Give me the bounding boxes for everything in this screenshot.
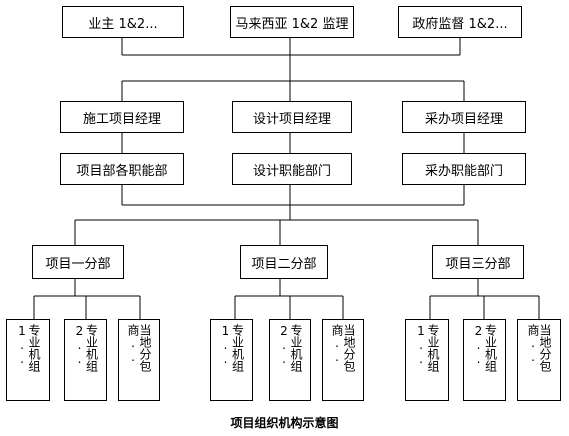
branch-1-unit-3: 当地分包商.. bbox=[118, 319, 160, 401]
diagram-caption: 项目组织机构示意图 bbox=[230, 416, 339, 430]
unit-label: 当地分包商.. bbox=[126, 324, 152, 372]
owner-box: 业主 1&2... bbox=[62, 6, 184, 38]
unit-label: 专业机组 1.. bbox=[15, 324, 41, 372]
branch-2-unit-1: 专业机组 1.. bbox=[210, 319, 253, 401]
branch-1-unit-1: 专业机组 1.. bbox=[6, 319, 50, 401]
procurement-manager-box: 采办项目经理 bbox=[402, 101, 526, 133]
unit-label: 当地分包商.. bbox=[330, 324, 356, 372]
unit-label: 专业机组 2.. bbox=[471, 324, 498, 372]
unit-label: 专业机组 1.. bbox=[218, 324, 245, 372]
construction-manager-box: 施工项目经理 bbox=[60, 101, 184, 133]
branch-3-box: 项目三分部 bbox=[432, 245, 524, 279]
supervisor-box: 马来西亚 1&2 监理 bbox=[230, 6, 354, 38]
design-manager-box: 设计项目经理 bbox=[232, 101, 352, 133]
branch-2-unit-3: 当地分包商.. bbox=[322, 319, 364, 401]
branch-1-unit-2: 专业机组 2.. bbox=[64, 319, 107, 401]
unit-label: 专业机组 1.. bbox=[414, 324, 440, 372]
branch-3-unit-1: 专业机组 1.. bbox=[405, 319, 449, 401]
government-box: 政府监督 1&2... bbox=[398, 6, 522, 38]
branch-2-box: 项目二分部 bbox=[240, 245, 328, 279]
design-departments-box: 设计职能部门 bbox=[232, 153, 352, 185]
branch-3-unit-3: 当地分包商.. bbox=[517, 319, 561, 401]
project-departments-box: 项目部各职能部 bbox=[60, 153, 184, 185]
procurement-departments-box: 采办职能部门 bbox=[402, 153, 526, 185]
unit-label: 当地分包商.. bbox=[526, 324, 552, 372]
branch-2-unit-2: 专业机组 2.. bbox=[269, 319, 311, 401]
unit-label: 专业机组 2.. bbox=[72, 324, 99, 372]
branch-1-box: 项目一分部 bbox=[32, 245, 124, 279]
branch-3-unit-2: 专业机组 2.. bbox=[463, 319, 506, 401]
unit-label: 专业机组 2.. bbox=[277, 324, 303, 372]
